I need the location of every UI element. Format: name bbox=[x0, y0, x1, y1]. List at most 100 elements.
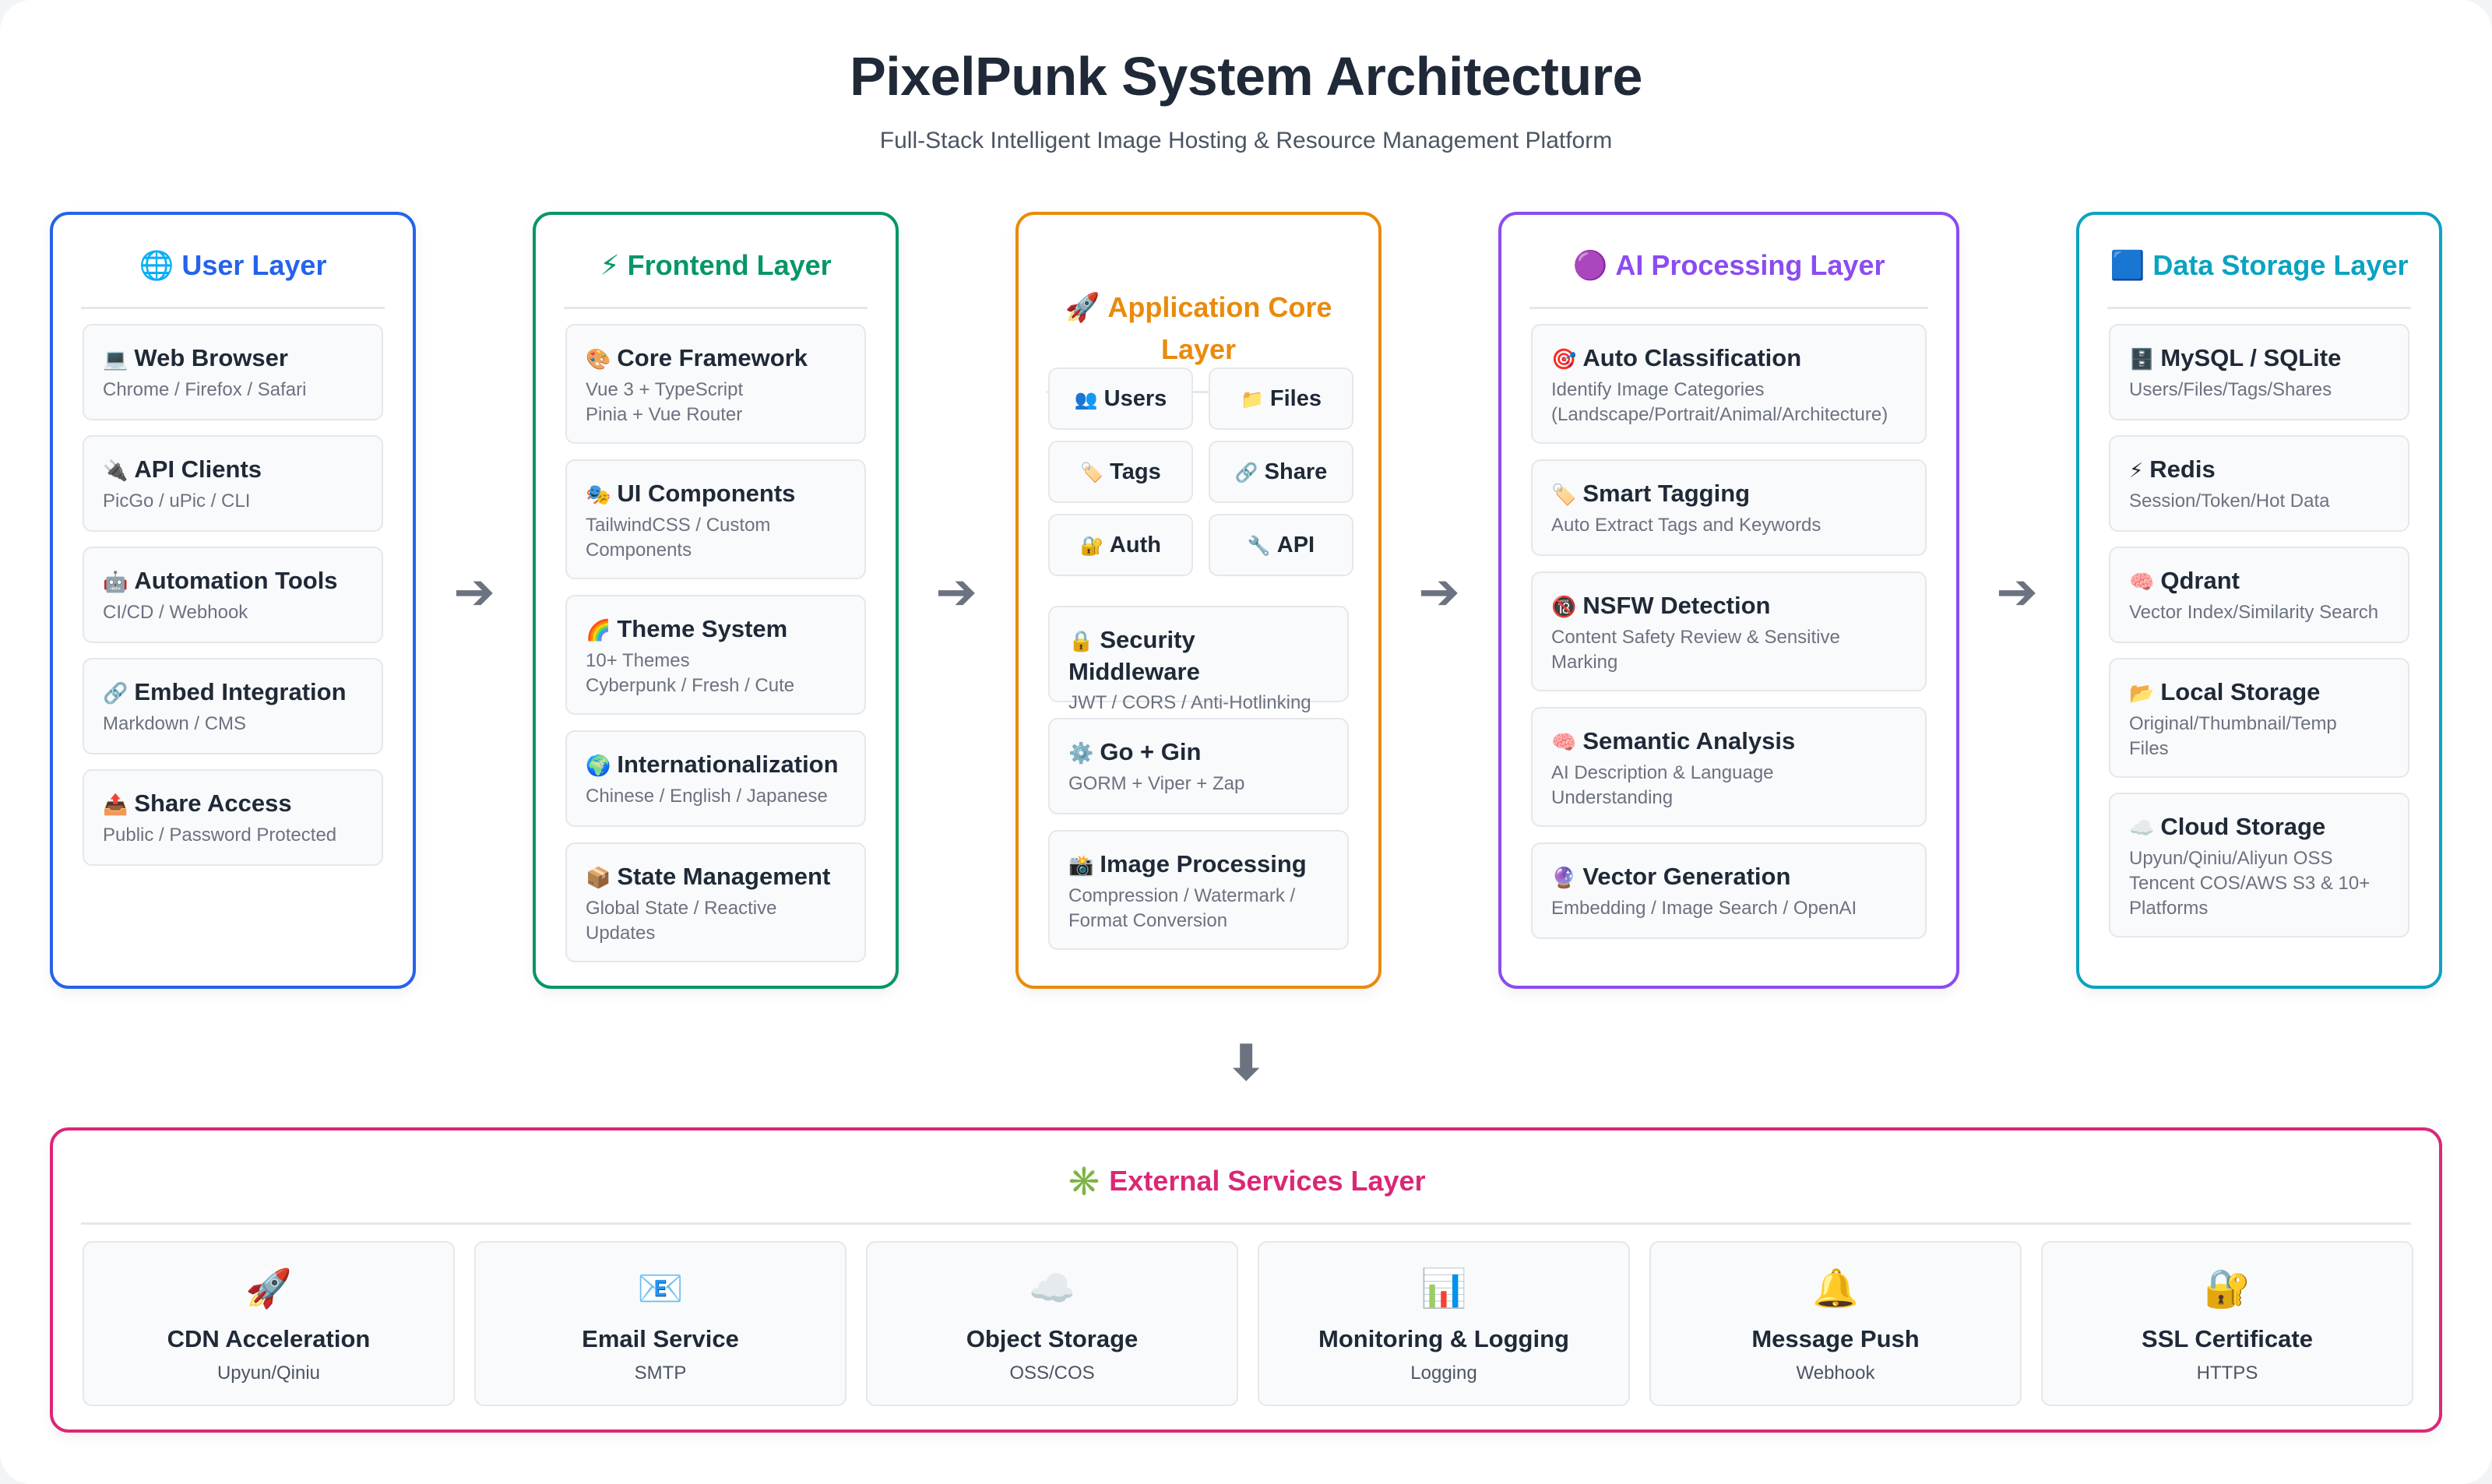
gear-icon: ⚙️ bbox=[1068, 741, 1094, 765]
card-title: Go + Gin bbox=[1100, 738, 1202, 765]
card-theme-system: 🌈Theme System 10+ Themes Cyberpunk / Fre… bbox=[565, 595, 866, 715]
email-icon: 📧 bbox=[637, 1268, 684, 1310]
brain-icon: 🧠 bbox=[1551, 730, 1577, 754]
page-subtitle: Full-Stack Intelligent Image Hosting & R… bbox=[879, 128, 1613, 153]
folder-icon: 📁 bbox=[1241, 389, 1264, 410]
camera-icon: 📸 bbox=[1068, 853, 1094, 877]
card-desc: Upyun/Qiniu/Aliyun OSS Tencent COS/AWS S… bbox=[2129, 848, 2371, 919]
core-layer-header: 🚀Application Core Layer bbox=[1047, 244, 1350, 393]
card-state-management: 📦State Management Global State / Reactiv… bbox=[565, 842, 866, 962]
brain-icon: 🧠 bbox=[2129, 570, 2155, 593]
card-title: Automation Tools bbox=[134, 567, 338, 594]
card-desc: Session/Token/Hot Data bbox=[2129, 491, 2330, 512]
card-desc: Global State / Reactive Updates bbox=[586, 898, 777, 944]
module-label: Share bbox=[1264, 459, 1328, 484]
card-desc: Chrome / Firefox / Safari bbox=[103, 379, 307, 400]
module-api: 🔧API bbox=[1209, 514, 1353, 576]
lightning-icon: ⚡ bbox=[2129, 459, 2144, 482]
service-desc: HTTPS bbox=[2196, 1363, 2258, 1384]
card-embed-integration: 🔗Embed Integration Markdown / CMS bbox=[83, 658, 383, 754]
card-mysql-sqlite: 🗄️MySQL / SQLite Users/Files/Tags/Shares bbox=[2109, 324, 2409, 420]
rainbow-icon: 🌈 bbox=[586, 618, 611, 642]
rocket-icon: 🚀 bbox=[1065, 291, 1100, 323]
frontend-layer-header: ⚡Frontend Layer bbox=[564, 244, 868, 309]
module-files: 📁Files bbox=[1209, 367, 1353, 430]
arrow-right-icon: ➔ bbox=[453, 564, 495, 620]
palette-icon: 🎨 bbox=[586, 347, 611, 371]
service-title: Object Storage bbox=[966, 1325, 1139, 1352]
card-title: Embed Integration bbox=[134, 678, 347, 705]
service-message-push: 🔔 Message Push Webhook bbox=[1649, 1241, 2022, 1406]
card-desc: TailwindCSS / Custom Components bbox=[586, 515, 771, 561]
service-email: 📧 Email Service SMTP bbox=[474, 1241, 847, 1406]
card-redis: ⚡Redis Session/Token/Hot Data bbox=[2109, 435, 2409, 532]
card-internationalization: 🌍 Internationalization Chinese / English … bbox=[565, 730, 866, 827]
tag-icon: 🏷️ bbox=[1080, 462, 1104, 484]
storage-icon: 🟦 bbox=[2110, 249, 2145, 281]
card-desc: Original/Thumbnail/Temp Files bbox=[2129, 713, 2337, 759]
arrow-down-icon: ⬇ bbox=[1225, 1035, 1267, 1091]
sparkle-icon: ✳️ bbox=[1066, 1165, 1102, 1197]
card-desc: Compression / Watermark / Format Convers… bbox=[1068, 885, 1296, 931]
plug-icon: 🔌 bbox=[103, 459, 128, 482]
card-core-framework: 🎨Core Framework Vue 3 + TypeScript Pinia… bbox=[565, 324, 866, 444]
globe-icon: 🌍 bbox=[586, 754, 611, 777]
outbox-icon: 📤 bbox=[103, 793, 128, 816]
service-desc: Webhook bbox=[1796, 1363, 1875, 1384]
lock-icon: 🔐 bbox=[2204, 1268, 2251, 1310]
wrench-icon: 🔧 bbox=[1247, 536, 1271, 557]
service-desc: Upyun/Qiniu bbox=[216, 1363, 321, 1384]
service-title: Monitoring & Logging bbox=[1318, 1325, 1569, 1352]
robot-icon: 🤖 bbox=[103, 570, 128, 593]
module-label: Auth bbox=[1109, 533, 1161, 557]
card-title: State Management bbox=[617, 863, 831, 890]
ai-icon: 🟣 bbox=[1572, 249, 1608, 281]
module-label: Tags bbox=[1110, 459, 1161, 484]
card-title: Qdrant bbox=[2160, 567, 2240, 594]
lock-key-icon: 🔐 bbox=[1080, 536, 1103, 557]
card-desc: GORM + Viper + Zap bbox=[1068, 773, 1245, 794]
globe-icon: 🌐 bbox=[139, 249, 174, 281]
card-desc: Chinese / English / Japanese bbox=[586, 786, 828, 807]
external-services-layer: ✳️External Services Layer 🚀 CDN Accelera… bbox=[50, 1127, 2442, 1433]
card-share-access: 📤Share Access Public / Password Protecte… bbox=[83, 769, 383, 866]
chart-icon: 📊 bbox=[1420, 1268, 1467, 1310]
service-title: CDN Acceleration bbox=[167, 1325, 371, 1352]
module-label: Users bbox=[1103, 386, 1167, 411]
card-desc: JWT / CORS / Anti-Hotlinking bbox=[1068, 692, 1311, 713]
user-layer: 🌐User Layer 💻Web Browser Chrome / Firefo… bbox=[50, 212, 416, 989]
card-desc: Auto Extract Tags and Keywords bbox=[1551, 515, 1821, 536]
module-auth: 🔐 Auth bbox=[1048, 514, 1193, 576]
card-title: Internationalization bbox=[617, 751, 839, 778]
card-title: Auto Classification bbox=[1582, 344, 1802, 371]
link-icon: 🔗 bbox=[103, 681, 128, 705]
card-desc: CI/CD / Webhook bbox=[103, 602, 248, 623]
service-title: Email Service bbox=[582, 1325, 739, 1352]
storage-layer-header: 🟦Data Storage Layer bbox=[2107, 244, 2411, 309]
service-desc: OSS/COS bbox=[1009, 1363, 1095, 1384]
folder-icon: 📂 bbox=[2129, 681, 2155, 705]
frontend-layer-title: Frontend Layer bbox=[627, 249, 832, 281]
page-title: PixelPunk System Architecture bbox=[850, 46, 1642, 107]
card-security-middleware: 🔒Security Middleware JWT / CORS / Anti-H… bbox=[1048, 606, 1349, 713]
no-under-18-icon: 🔞 bbox=[1551, 595, 1577, 618]
card-desc: 10+ Themes Cyberpunk / Fresh / Cute bbox=[586, 650, 795, 696]
service-title: Message Push bbox=[1751, 1325, 1920, 1352]
card-image-processing: 📸Image Processing Compression / Watermar… bbox=[1048, 830, 1349, 950]
card-smart-tagging: 🏷️Smart Tagging Auto Extract Tags and Ke… bbox=[1531, 459, 1927, 556]
card-desc: Content Safety Review & Sensitive Markin… bbox=[1551, 627, 1840, 673]
card-title: Theme System bbox=[617, 615, 788, 642]
ai-layer-header: 🟣AI Processing Layer bbox=[1529, 244, 1928, 309]
users-icon: 👥 bbox=[1074, 389, 1098, 410]
masks-icon: 🎭 bbox=[586, 483, 611, 506]
card-title: Smart Tagging bbox=[1582, 480, 1751, 507]
arrow-right-icon: ➔ bbox=[935, 564, 977, 620]
module-label: Files bbox=[1269, 386, 1322, 411]
service-cdn-acceleration: 🚀 CDN Acceleration Upyun/Qiniu bbox=[83, 1241, 455, 1406]
card-title: Security Middleware bbox=[1068, 626, 1200, 685]
card-local-storage: 📂Local Storage Original/Thumbnail/Temp F… bbox=[2109, 658, 2409, 778]
ai-layer-title: AI Processing Layer bbox=[1615, 249, 1885, 281]
database-icon: 🗄️ bbox=[2129, 347, 2155, 371]
module-label: API bbox=[1276, 533, 1315, 557]
